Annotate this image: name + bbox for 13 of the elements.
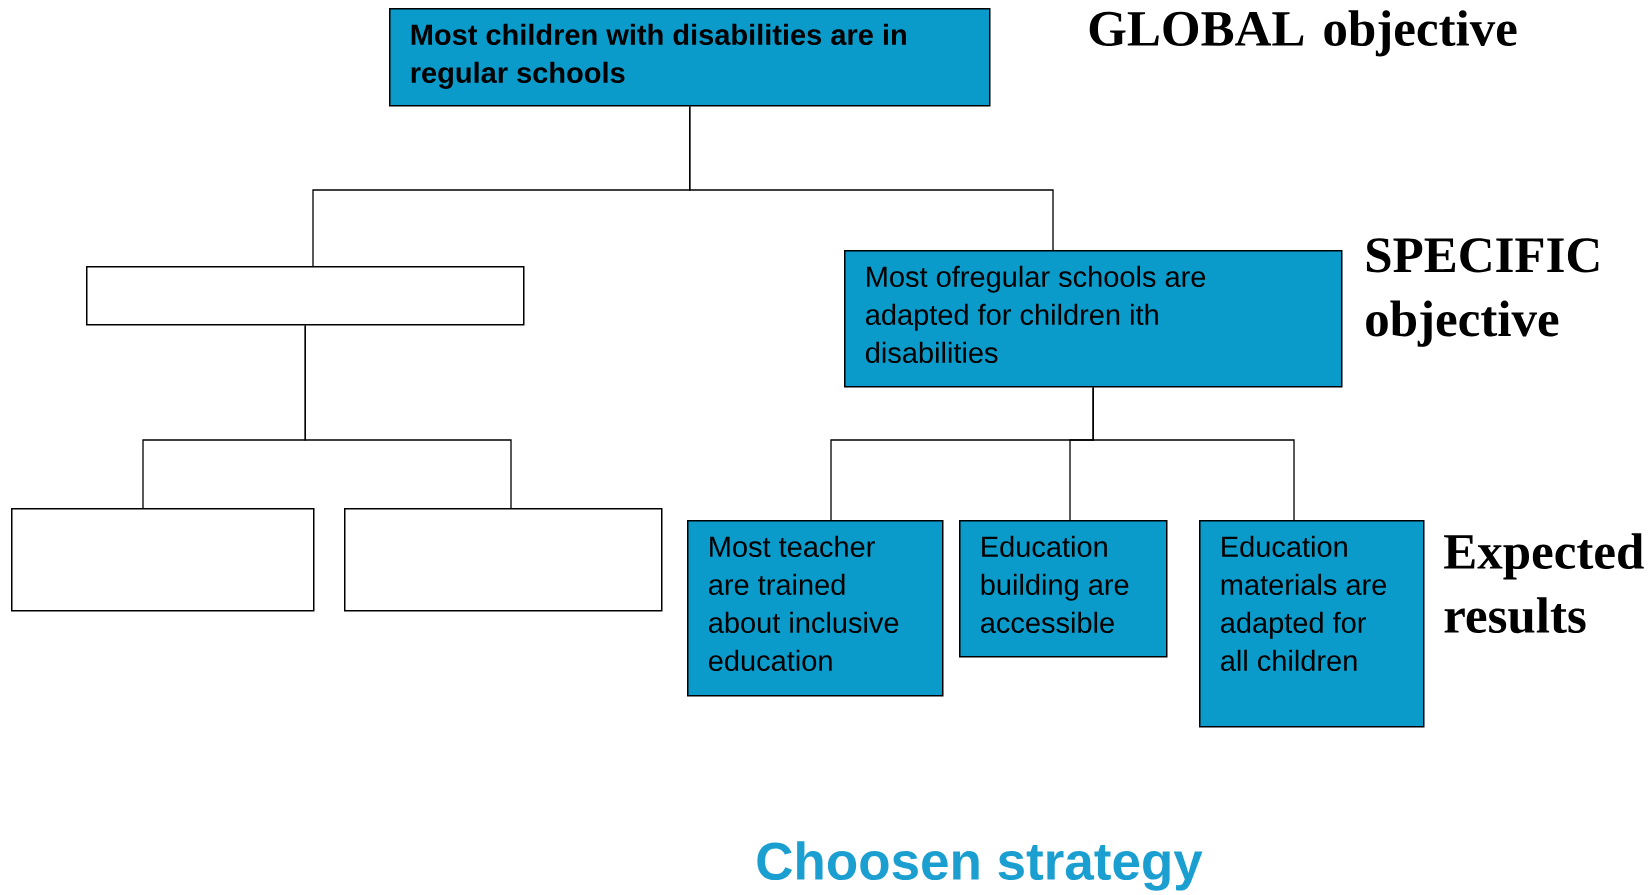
empty-box	[11, 508, 315, 612]
empty-box	[344, 508, 663, 612]
empty-box	[86, 266, 525, 326]
title: Choosen strategy	[757, 841, 1203, 891]
objective-box: Most ofregular schools are adapted for children ith disabilities	[844, 250, 1343, 388]
objective-box: Most children with disabilities are in regular schools	[389, 8, 991, 107]
result-box: Education building are accessible	[959, 520, 1168, 658]
result-box: Most teacher are trained about inclusive education	[687, 520, 944, 697]
result-box: Education materials are adapted for all children	[1199, 520, 1425, 728]
connector	[304, 324, 512, 509]
connector	[1092, 386, 1295, 521]
connector	[689, 105, 1054, 251]
level-label: GLOBAL objective	[1089, 10, 1517, 57]
